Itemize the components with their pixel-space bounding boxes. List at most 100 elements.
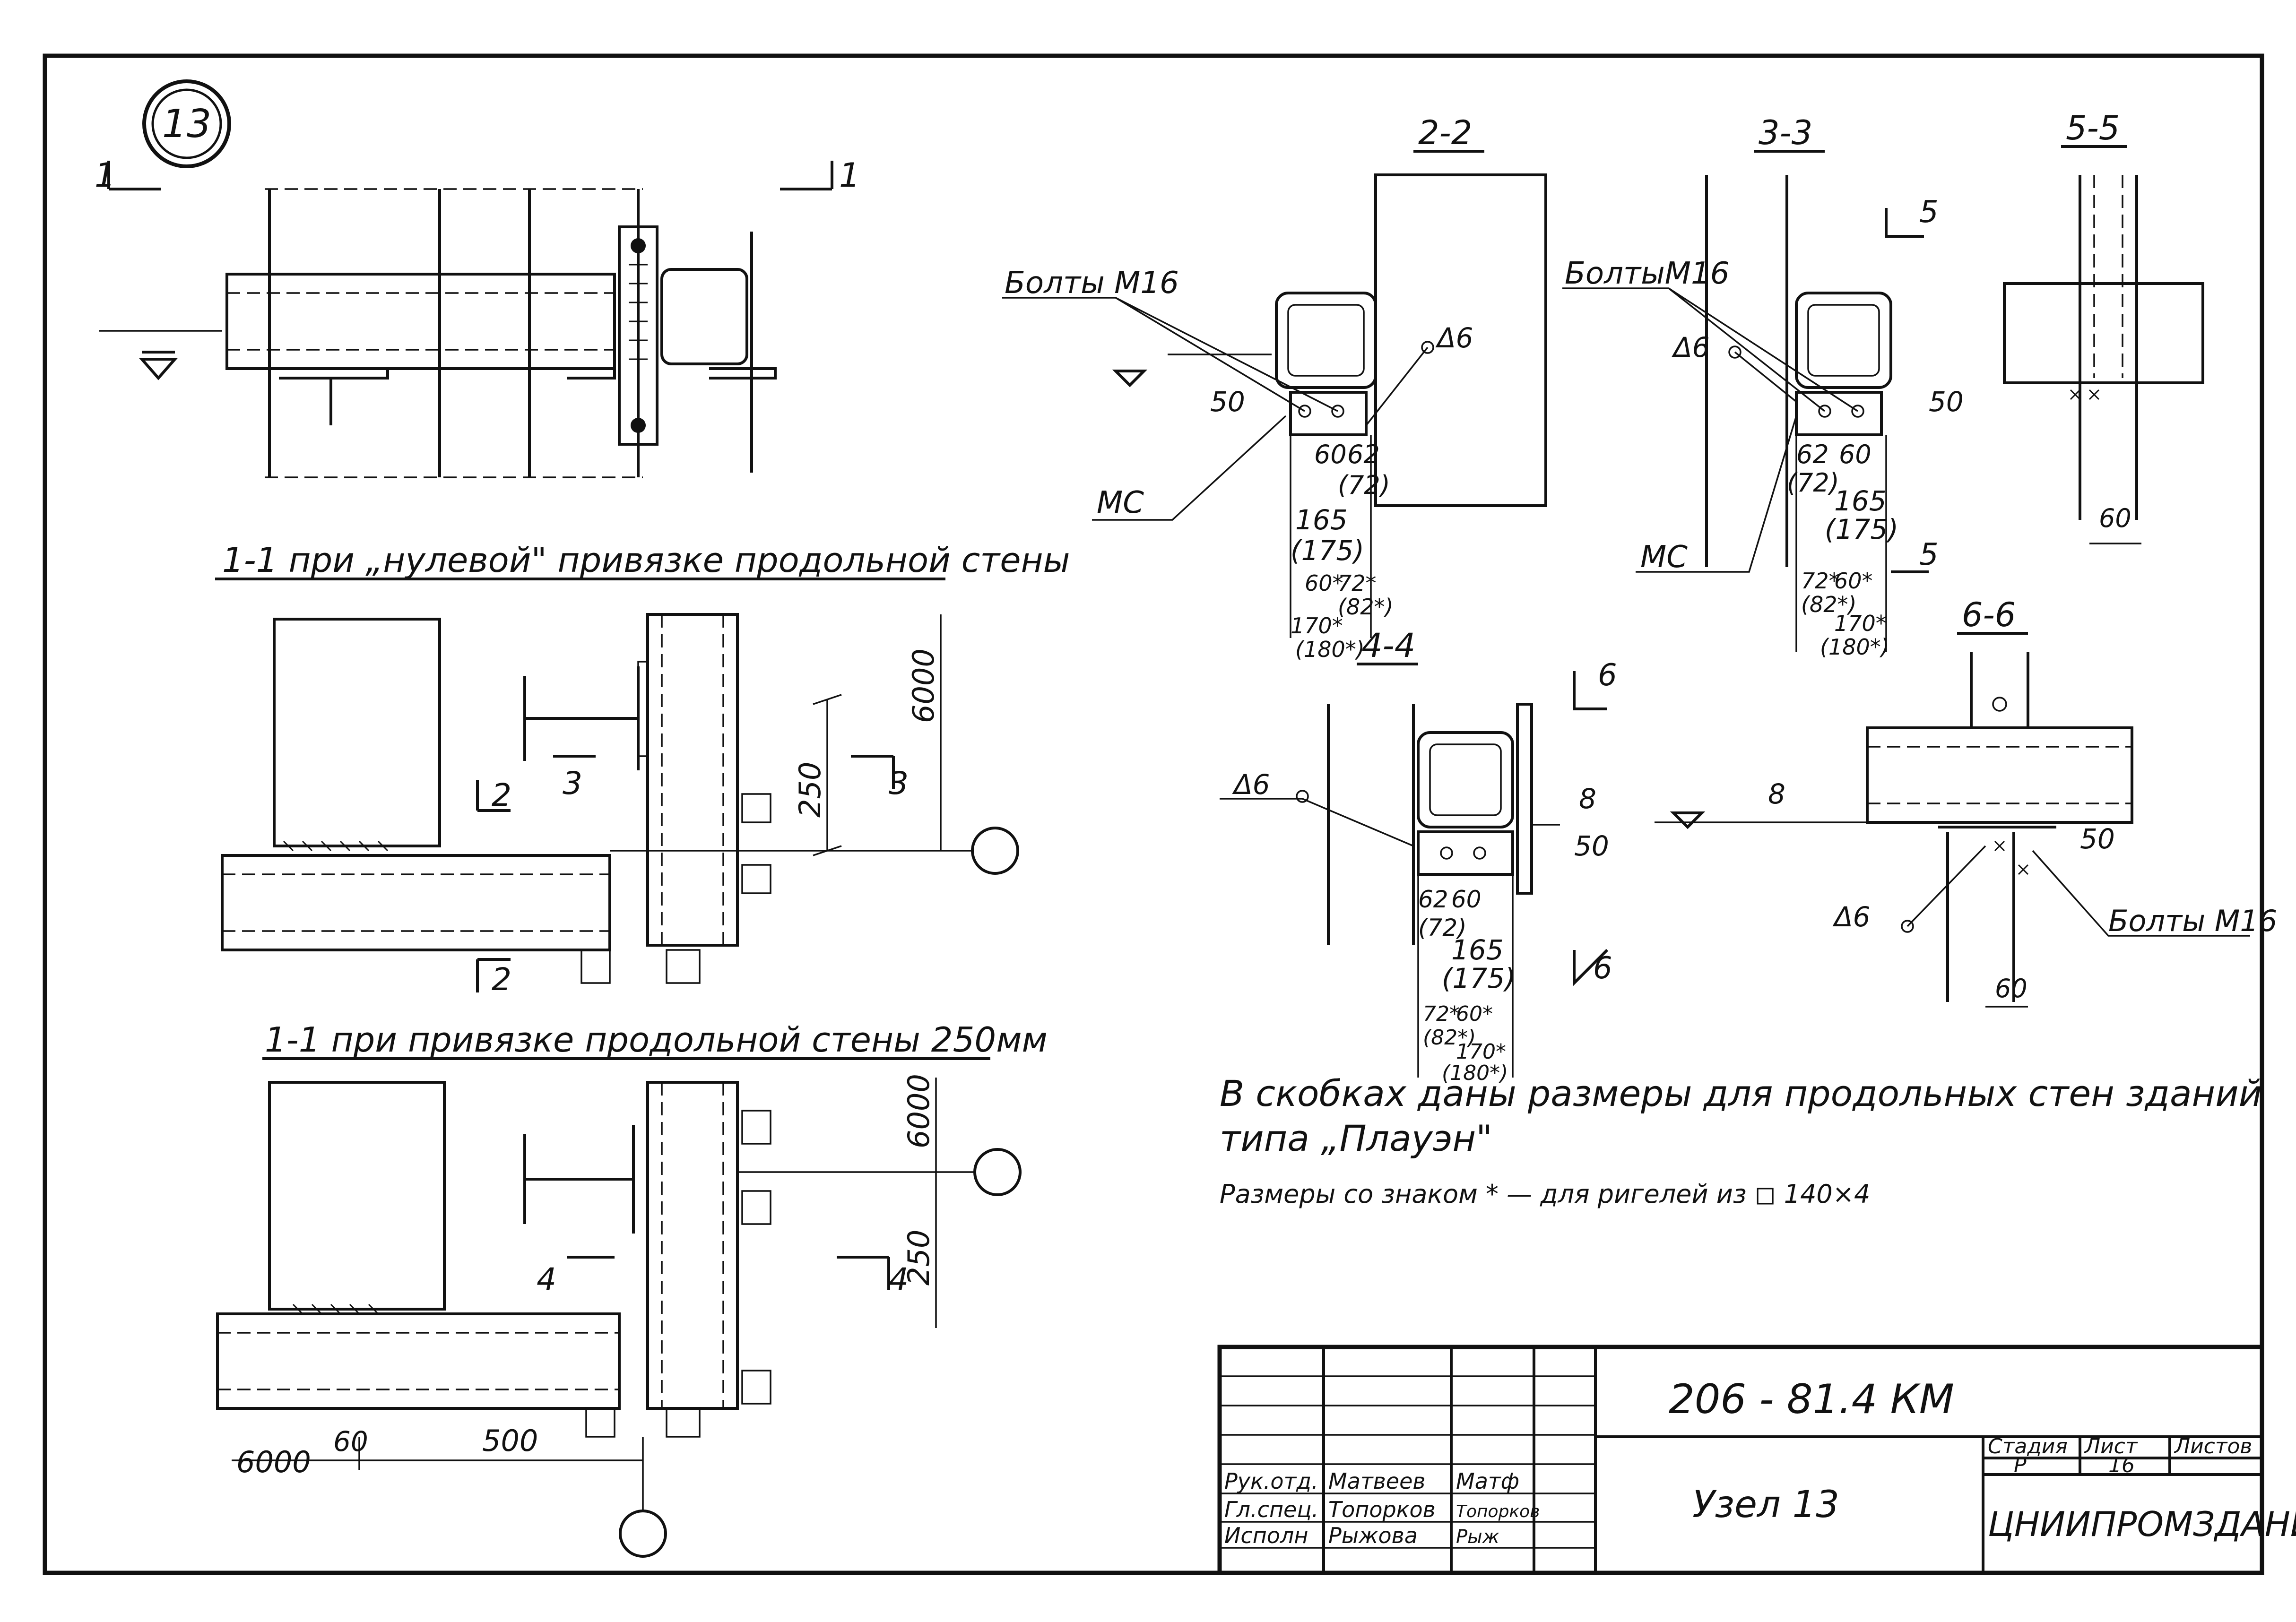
dim-82sb-text: (82*) <box>1423 1026 1476 1050</box>
bolt-icon <box>1440 846 1453 860</box>
signature-2: Топорков <box>1456 1502 1540 1521</box>
bolt-icon <box>1331 405 1344 418</box>
angle-plan <box>709 367 777 380</box>
cut-label-6-top: 6 <box>1598 658 1617 693</box>
tube-section <box>1795 292 1892 389</box>
beam-5-5 <box>2003 282 2204 384</box>
dim-ext <box>1290 435 1372 638</box>
weld-mark-icon <box>1728 345 1741 359</box>
weld-mark-icon <box>1421 341 1434 354</box>
end-plate <box>1516 703 1533 895</box>
beam-side-inner <box>222 873 610 932</box>
level-mark-icon <box>1112 370 1148 388</box>
stage-value: Р <box>2014 1453 2027 1477</box>
dim-165-text: 165 <box>1451 934 1504 966</box>
dim-60-text: 60 <box>1451 886 1482 913</box>
section-5-5: 5-5 60 <box>2003 109 2204 544</box>
bolt-icon <box>631 238 646 253</box>
sheet-frame <box>43 53 2264 1575</box>
dim-60-text: 60 <box>2099 503 2131 533</box>
cut-label-4-left: 4 <box>537 1261 556 1298</box>
beam-side-inner <box>217 1332 619 1390</box>
dim-175b-text: (175) <box>1291 535 1364 567</box>
cut-label-5-top: 5 <box>1919 195 1939 230</box>
title-1-1-250: 1-1 при привязке продольной стены 250мм <box>265 1020 1048 1060</box>
bracket-side <box>741 793 771 823</box>
stage-header: Стадия <box>1988 1434 2068 1458</box>
dim-60s-text: 60* <box>1834 568 1873 594</box>
note-1-line-2: типа „Плауэн" <box>1220 1117 1492 1159</box>
dim-50-text: 50 <box>1929 386 1964 418</box>
title-1-1-zero: 1-1 при „нулевой" привязке продольной ст… <box>222 540 1070 580</box>
dim-8-text: 8 <box>1579 783 1596 815</box>
plate-hatching <box>629 264 648 360</box>
bracket-side <box>741 1190 771 1225</box>
title-4-4: 4-4 <box>1361 626 1415 665</box>
title-block-frame <box>1217 1345 2264 1575</box>
column-4-4 <box>1327 704 1415 945</box>
weld-leader <box>1906 845 1986 927</box>
dim-170s-text: 170* <box>1291 613 1343 638</box>
sheets-header: Листов <box>2174 1434 2252 1458</box>
column-5-5 <box>2079 175 2138 520</box>
tube-inner <box>1807 304 1880 377</box>
signature-3: Рыж <box>1456 1526 1499 1548</box>
dim-62-text: 62 <box>1796 440 1829 469</box>
role-1: Рук.отд. <box>1224 1468 1318 1494</box>
title-2-2: 2-2 <box>1418 113 1472 152</box>
bolts-label-2-2: Болты М16 <box>1005 266 1179 301</box>
dim-175b-text: (175) <box>1442 962 1516 994</box>
column-edges <box>265 188 643 478</box>
role-3: Исполн <box>1224 1523 1308 1548</box>
note-1-line-1: В скобках даны размеры для продольных ст… <box>1220 1072 2262 1114</box>
level-mark-icon <box>1670 811 1706 829</box>
mc-label-3-3: МС <box>1640 540 1688 575</box>
tube-plan <box>660 268 748 365</box>
axis-marker-circle <box>973 1148 1022 1196</box>
mc-label-2-2: МС <box>1097 485 1144 520</box>
dim-165-text: 165 <box>1295 504 1348 536</box>
mc-leader <box>1092 415 1287 521</box>
dim-60s-text: 60* <box>1305 570 1343 596</box>
dim-60s-text: 60* <box>1456 1002 1493 1026</box>
dim-72s-text: 72* <box>1338 570 1377 596</box>
role-2: Гл.спец. <box>1224 1497 1318 1522</box>
cut-label-2-bottom: 2 <box>492 961 511 998</box>
section-3-3: 3-3 БолтыМ16 Δ6 50 МС 5 5 62 60 (72) 165… <box>1562 113 1964 660</box>
column-section <box>1705 175 1788 567</box>
column-5-5-inner <box>2093 175 2123 378</box>
dim-62-text: 62 <box>1347 440 1380 469</box>
angle-leg <box>1417 830 1514 876</box>
bolts-label-3-3: БолтыМ16 <box>1565 256 1729 291</box>
weld-mark-icon <box>1296 790 1309 803</box>
dim-72b-text: (72) <box>1338 470 1390 500</box>
support-block <box>585 1407 615 1438</box>
bolt-icon <box>1851 405 1864 418</box>
dim-ext <box>1795 435 1887 652</box>
dim-60-text: 60 <box>1839 440 1871 469</box>
weld-label-2-2: Δ6 <box>1435 322 1473 354</box>
dim-72b-text: (72) <box>1787 468 1839 498</box>
dim-180sb-text: (180*) <box>1442 1061 1508 1085</box>
bracket-plan-2 <box>567 367 616 380</box>
dim-62-text: 62 <box>1418 886 1448 913</box>
weld-label-4-4: Δ6 <box>1232 768 1270 801</box>
weld-leader <box>1734 351 1797 403</box>
weld-mark-icon <box>1901 920 1914 933</box>
dim-6000-2-text: 6000 <box>901 1074 936 1148</box>
support-block <box>580 949 611 984</box>
tube-inner <box>1429 743 1502 816</box>
organization: ЦНИИПРОМЗДАНИЙ <box>1988 1504 2296 1544</box>
section-6-6: 6-6 8 50 Δ6 Болты М16 60 <box>1655 595 2277 1008</box>
weld-hatch <box>277 840 437 852</box>
name-3: Рыжова <box>1328 1523 1418 1548</box>
cut-mark-6-bottom <box>1573 949 1609 987</box>
dim-72s-text: 72* <box>1423 1002 1460 1026</box>
view-1-1-zero: 1-1 при „нулевой" привязке продольной ст… <box>215 540 1070 998</box>
dim-180sb-text: (180*) <box>1295 637 1365 662</box>
bolt-icon <box>1992 697 2007 712</box>
cut-mark-4-right <box>837 1256 890 1290</box>
dim-6000-text: 6000 <box>906 648 941 723</box>
tube-section <box>1417 731 1514 828</box>
